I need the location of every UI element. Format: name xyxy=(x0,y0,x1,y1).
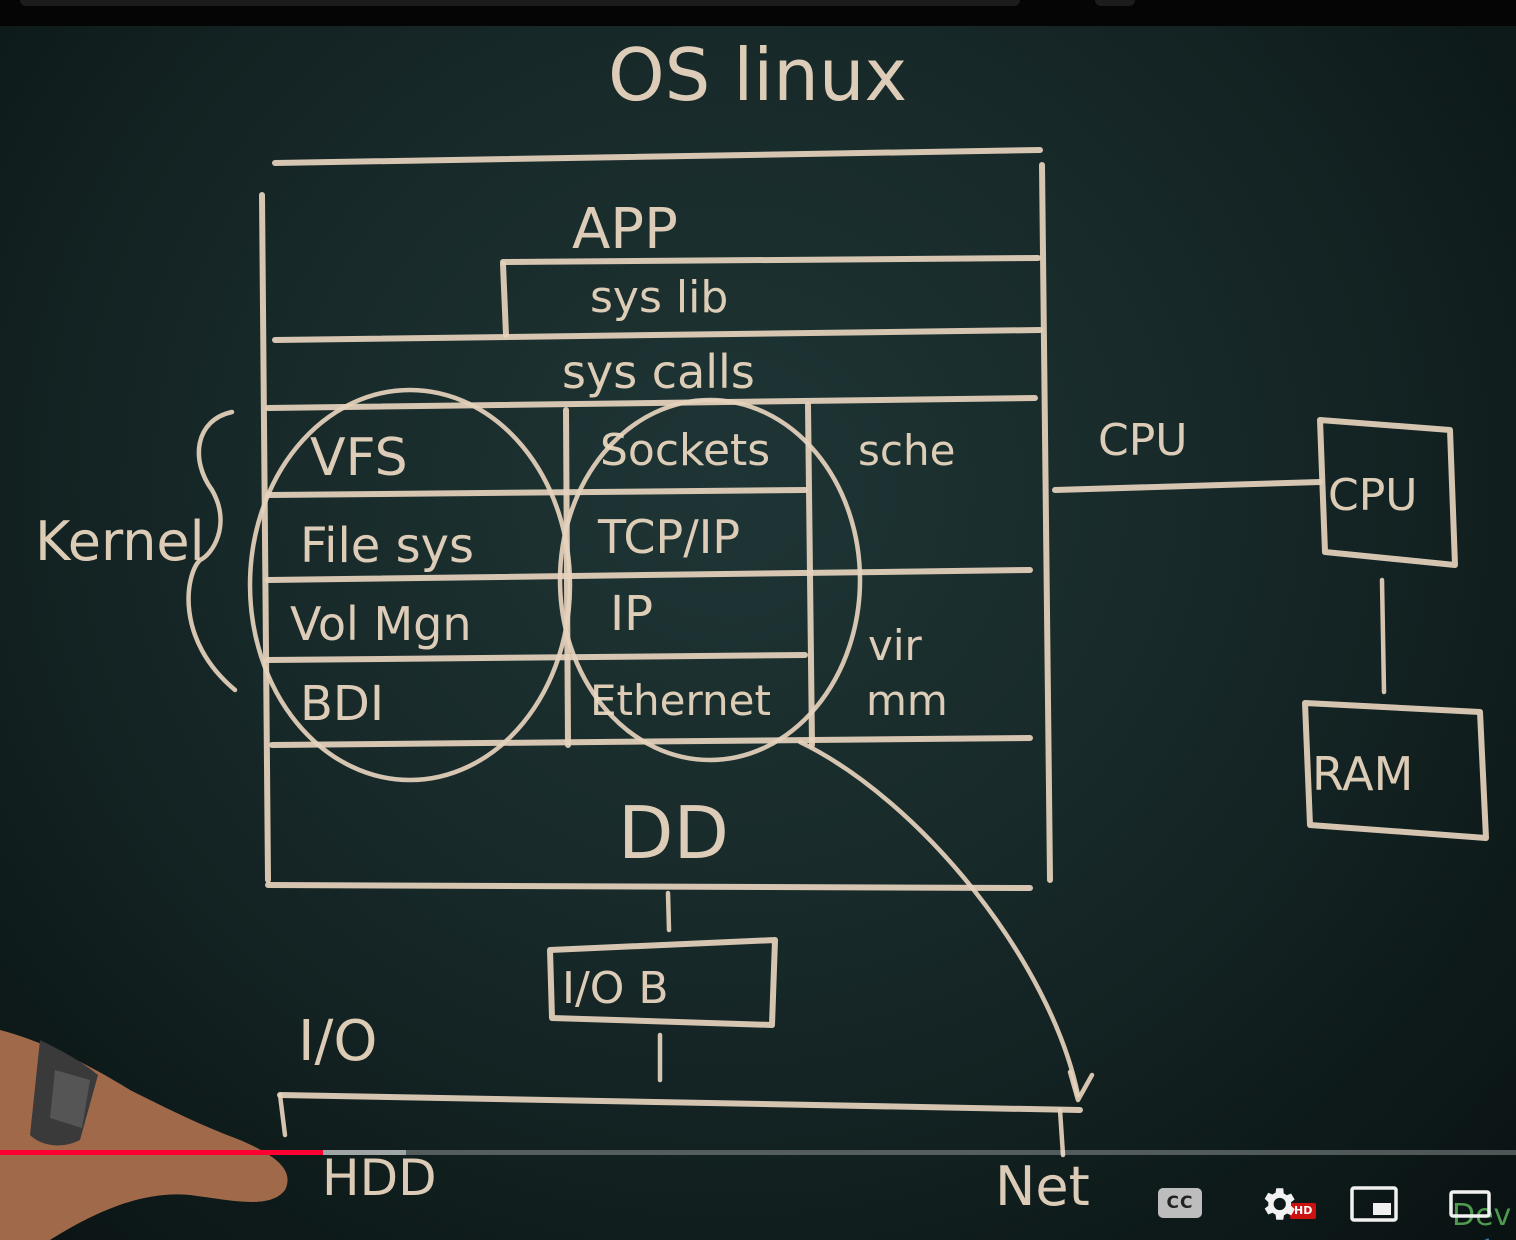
cpu-link-line xyxy=(1052,479,1323,493)
row-line-4 xyxy=(269,735,1033,748)
vfs-label: VFS xyxy=(310,428,408,488)
row-line-2 xyxy=(265,567,1033,583)
net-arrow-head xyxy=(1067,1069,1095,1103)
channel-logo-sub: عربي xyxy=(1452,1232,1493,1240)
top-bar xyxy=(0,0,1516,26)
ip-label: IP xyxy=(610,586,653,642)
cpu-link-label: CPU xyxy=(1098,415,1187,466)
net-label: Net xyxy=(995,1155,1090,1218)
syslib-left-line xyxy=(500,261,509,338)
board-title: OS linux xyxy=(608,33,907,117)
kernel-top-line xyxy=(265,395,1038,411)
hd-badge: HD xyxy=(1290,1203,1317,1219)
cpu-box-label: CPU xyxy=(1328,470,1417,521)
dd-label: DD xyxy=(618,791,729,875)
miniplayer-button[interactable] xyxy=(1348,1184,1400,1224)
cpu-box xyxy=(1317,417,1458,568)
frame-top-line xyxy=(272,147,1043,166)
mm-label: mm xyxy=(866,676,948,725)
ethernet-net-curve xyxy=(797,739,1081,1098)
ram-box xyxy=(1302,700,1489,841)
ethernet-label: Ethernet xyxy=(590,676,771,725)
progress-bar[interactable] xyxy=(0,1150,1516,1156)
sockets-label: Sockets xyxy=(600,425,770,476)
vfs-circle xyxy=(247,387,573,783)
filesys-label: File sys xyxy=(300,518,474,574)
presenter-hand xyxy=(0,1030,288,1240)
syscalls-top-line xyxy=(272,327,1043,343)
syslib-top-line xyxy=(500,255,1041,265)
volmgn-label: Vol Mgn xyxy=(290,597,471,651)
iob-label: I/O B xyxy=(562,963,669,1014)
settings-button[interactable] xyxy=(1256,1182,1300,1226)
net-drop-line xyxy=(1057,1107,1066,1158)
top-bar-segment xyxy=(1095,0,1135,6)
iob-box xyxy=(547,937,778,1028)
ram-box-label: RAM xyxy=(1312,747,1413,801)
syslib-label: sys lib xyxy=(590,272,728,323)
video-frame[interactable]: OS linux APP sys lib sys calls Kernel VF… xyxy=(0,26,1516,1240)
progress-track xyxy=(0,1150,1516,1155)
kernel-label: Kernel xyxy=(35,510,205,573)
theater-mode-button[interactable] xyxy=(1448,1186,1492,1222)
progress-played xyxy=(0,1150,323,1155)
vir-label: vir xyxy=(868,621,923,670)
kernel-brace xyxy=(186,409,238,693)
chalkboard-diagram: OS linux APP sys lib sys calls Kernel VF… xyxy=(35,33,1489,1218)
top-bar-segment xyxy=(20,0,1020,6)
frame-left-line xyxy=(259,192,271,883)
miniplayer-icon xyxy=(1350,1186,1398,1222)
app-label: APP xyxy=(572,197,678,262)
row-line-1 xyxy=(265,487,808,498)
bdi-label: BDI xyxy=(300,676,384,732)
gear-icon xyxy=(1264,1188,1295,1220)
io-bus-line xyxy=(277,1092,1083,1113)
frame-right-line xyxy=(1039,162,1053,883)
hdd-drop-line xyxy=(277,1092,288,1138)
network-circle xyxy=(557,397,863,763)
row-line-3 xyxy=(265,652,808,663)
syscalls-label: sys calls xyxy=(562,345,755,399)
theater-mode-icon xyxy=(1449,1190,1491,1218)
dd-bottom-line xyxy=(265,882,1033,891)
captions-button[interactable]: CC xyxy=(1158,1188,1202,1218)
cpu-ram-line xyxy=(1379,577,1387,695)
sched-label: sche xyxy=(858,426,955,475)
io-label: I/O xyxy=(298,1009,377,1074)
tcpip-label: TCP/IP xyxy=(597,510,740,564)
captions-icon: CC xyxy=(1158,1188,1202,1218)
io-connector-top xyxy=(665,890,672,933)
hdd-label: HDD xyxy=(322,1149,437,1207)
